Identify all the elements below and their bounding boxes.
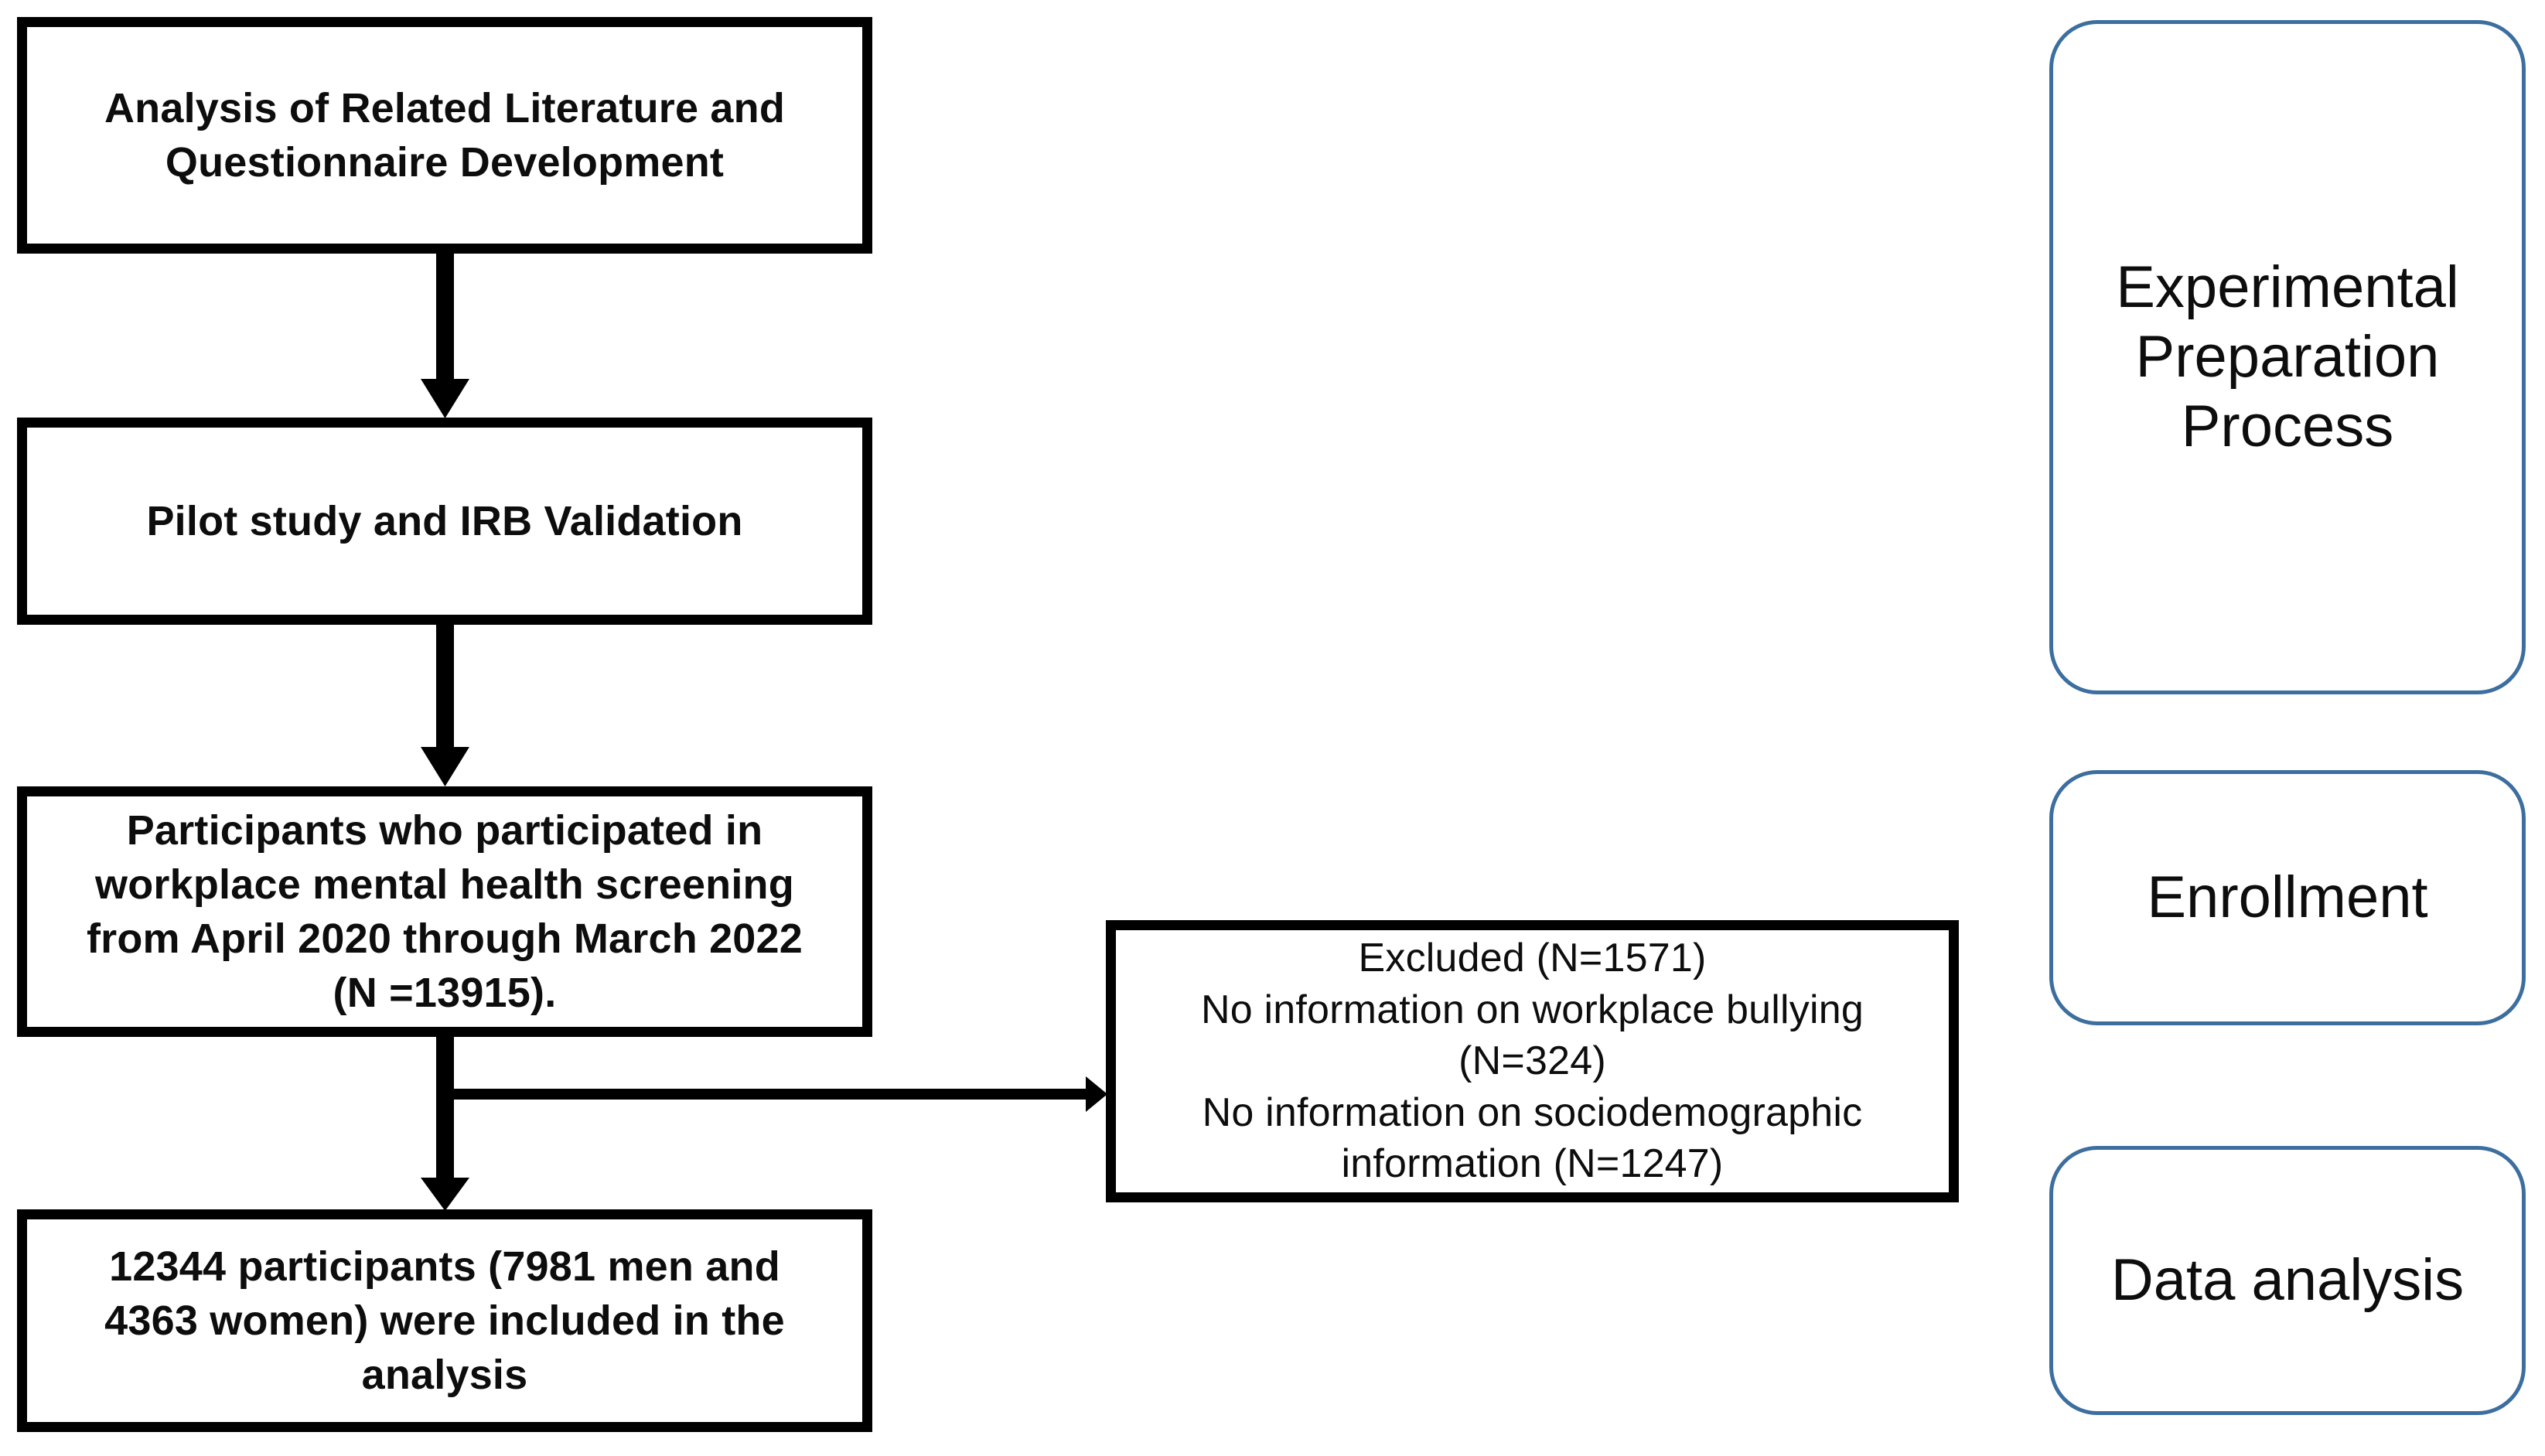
connector-literature-to-pilot	[421, 254, 469, 418]
process-box-pilot-label: Pilot study and IRB Validation	[146, 497, 743, 544]
process-box-included-label: 12344 participants (7981 men and 4363 wo…	[104, 1243, 785, 1399]
process-box-literature-label: Analysis of Related Literature and Quest…	[104, 84, 786, 186]
process-box-excluded-label: Excluded (N=1571) No information on work…	[1201, 936, 1864, 1187]
connector-participants-to-excluded	[451, 1076, 1107, 1112]
process-box-participants-label: Participants who participated in workpla…	[86, 806, 803, 1017]
process-box-participants[interactable]: Participants who participated in workpla…	[17, 786, 872, 1037]
stage-label-analysis[interactable]: Data analysis	[2049, 1146, 2526, 1415]
stage-label-analysis-text: Data analysis	[2110, 1247, 2465, 1314]
process-box-literature[interactable]: Analysis of Related Literature and Quest…	[17, 17, 872, 254]
stage-label-preparation-text: Experimental Preparation Process	[2116, 254, 2459, 459]
process-box-excluded[interactable]: Excluded (N=1571) No information on work…	[1106, 920, 1959, 1202]
stage-label-preparation[interactable]: Experimental Preparation Process	[2049, 20, 2526, 694]
stage-label-enrollment-text: Enrollment	[2147, 864, 2428, 931]
stage-label-enrollment[interactable]: Enrollment	[2049, 770, 2526, 1025]
connector-participants-to-included	[421, 1037, 469, 1211]
connector-pilot-to-participants	[421, 625, 469, 786]
process-box-included[interactable]: 12344 participants (7981 men and 4363 wo…	[17, 1209, 872, 1432]
process-box-pilot[interactable]: Pilot study and IRB Validation	[17, 418, 872, 625]
